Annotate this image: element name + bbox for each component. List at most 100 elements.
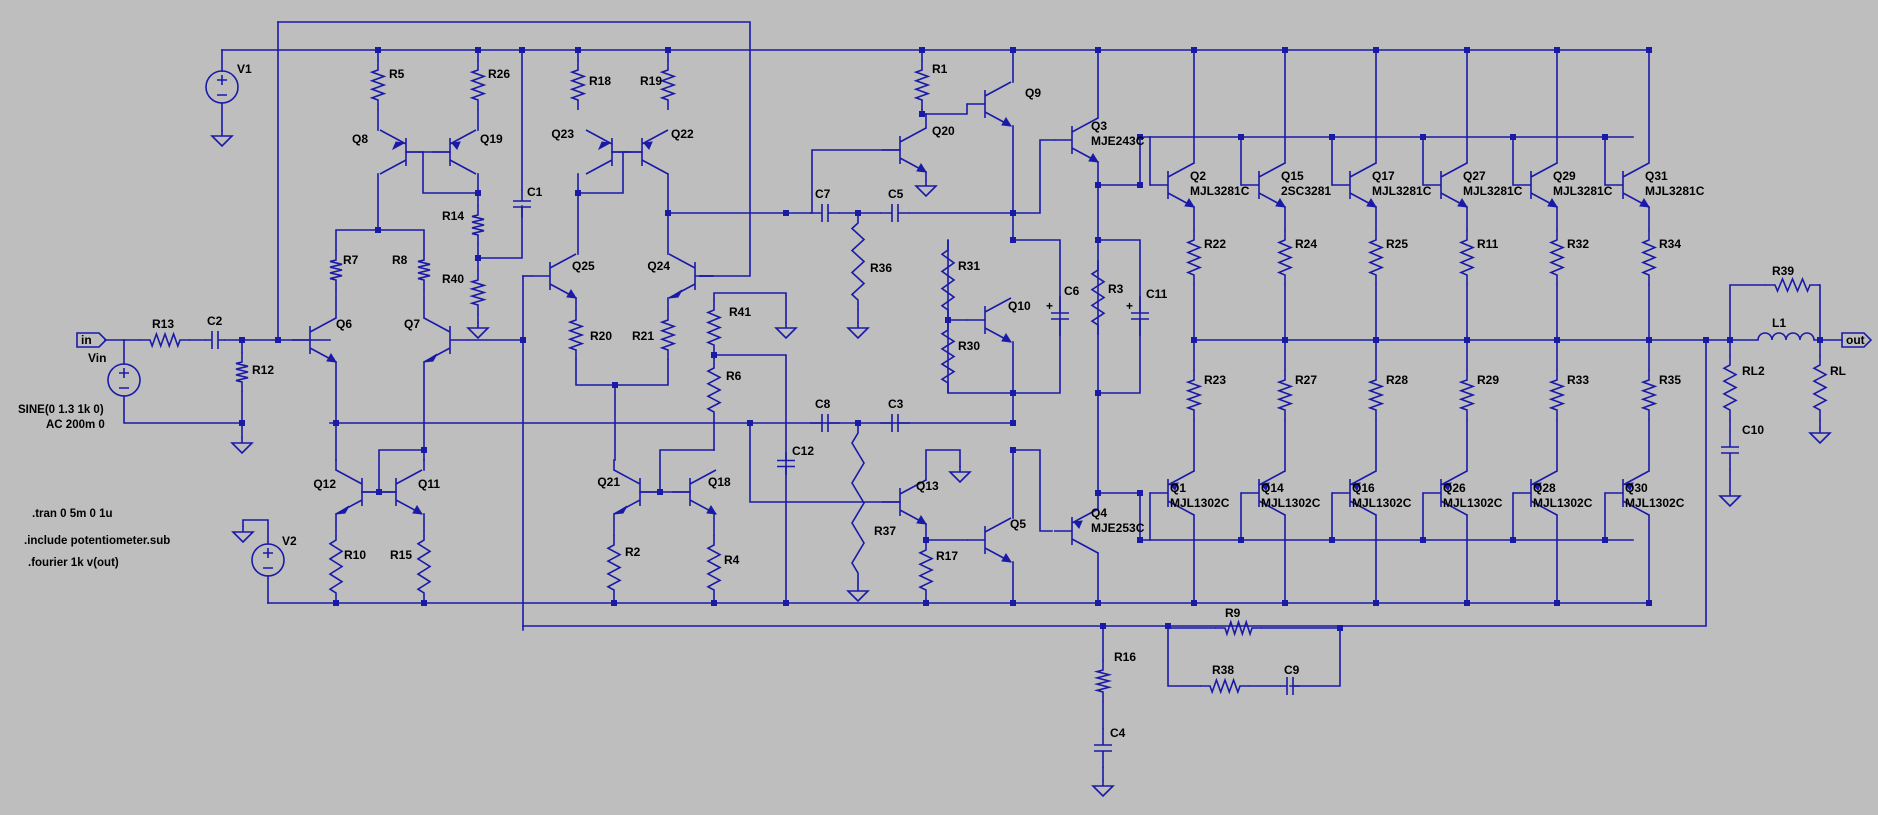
transistor-model-q15: 2SC3281 [1281,184,1331,198]
emitter-arrow [1442,482,1452,491]
junction-dot [855,210,861,216]
resistor-r6 [706,358,722,422]
capacitor-polarity-c11: + [1126,299,1133,313]
output-port [1841,332,1873,348]
resistor-label-r31: R31 [958,259,980,273]
junction-dot [711,352,717,358]
resistor-label-r20: R20 [590,329,612,343]
resistor-label-r2: R2 [625,545,641,559]
junction-dot [1510,537,1516,543]
wire [1167,627,1201,687]
ground-symbol [210,130,234,148]
wire [1729,284,1766,341]
polarity-marks [217,75,227,96]
resistor-r15 [416,530,432,603]
transistor-q21 [613,469,658,515]
wire [667,149,901,214]
transistor-q12 [335,469,380,515]
resistor-r3 [1090,260,1106,335]
resistor-label-r8: R8 [392,253,408,267]
capacitor-c7 [810,204,840,222]
transistor-q18 [672,469,717,515]
resistor-r26 [469,60,487,110]
wire [1097,239,1141,394]
junction-dot [239,420,245,426]
input-port-label: in [81,333,92,347]
capacitor-label-c2: C2 [207,314,223,328]
emitter-arrow [1001,117,1012,127]
wire [925,449,961,481]
junction-dot [1602,134,1608,140]
transistor-label-q18: Q18 [708,475,731,489]
junction-dot [783,210,789,216]
transistor-label-q16: Q16 [1352,481,1375,495]
resistor-label-r4: R4 [724,553,740,567]
junction-dot [1137,490,1143,496]
resistor-label-r21: R21 [632,329,654,343]
resistor-label-r25: R25 [1386,237,1408,251]
transistor-label-q31: Q31 [1645,169,1668,183]
junction-dot [919,47,925,53]
junction-dot [1010,420,1016,426]
emitter-arrow [597,141,612,151]
emitter-arrow [326,353,337,363]
junction-dot [1554,47,1560,53]
resistor-r12 [235,352,249,392]
junction-dot [747,420,753,426]
transistor-q17 [1332,162,1377,208]
capacitor-label-c3: C3 [888,397,904,411]
junction-dot [1095,490,1101,496]
junction-dot [657,489,663,495]
transistor-q2 [1150,162,1195,208]
transistor-q7 [423,317,468,363]
spice-directives: SINE(0 1.3 1k 0) AC 200m 0 .tran 0 5m 0 … [18,404,170,569]
emitter-arrow [1001,553,1012,563]
capacitor-label-c12: C12 [792,444,814,458]
transistor-label-q24: Q24 [647,259,670,273]
resistor-label-r36: R36 [870,261,892,275]
transistor-label-q12: Q12 [313,477,336,491]
polarity-marks [263,548,273,569]
junction-dot [1137,537,1143,543]
wire [713,354,787,604]
transistor-label-q17: Q17 [1372,169,1395,183]
junction-dot [519,47,525,53]
resistor-r17 [918,540,934,600]
transistor-model-q30: MJL1302C [1625,496,1685,510]
junction-dot [1282,337,1288,343]
resistor-r41 [705,300,723,355]
junction-dot [1100,623,1106,629]
junction-dot [665,47,671,53]
capacitor-label-c1: C1 [527,185,543,199]
junction-dot [1010,390,1016,396]
resistor-r24 [1276,230,1294,285]
transistor-q24 [668,253,713,299]
wire [378,449,425,493]
wire [575,359,669,386]
capacitor-label-c6: C6 [1064,284,1080,298]
wire [242,519,269,545]
capacitor-c3 [880,414,910,432]
transistor-label-q30: Q30 [1625,481,1648,495]
junction-dot [1464,337,1470,343]
transistor-label-q22: Q22 [671,127,694,141]
transistor-q13 [882,479,927,525]
resistor-label-r37: R37 [874,524,896,538]
resistor-label-r1: R1 [932,62,948,76]
emitter-arrow [412,505,423,515]
source-label-vin: Vin [88,351,106,365]
wire [713,292,787,323]
transistor-q19 [432,129,477,175]
junction-dot [275,337,281,343]
directive-fourier: .fourier 1k v(out) [28,557,119,569]
junction-dot [1137,182,1143,188]
emitter-arrow [1532,482,1542,491]
junction-dot [783,600,789,606]
wire [1012,239,1061,394]
resistor-label-r34: R34 [1659,237,1681,251]
wire [277,21,751,277]
input-port [76,332,108,348]
transistor-model-q27: MJL3281C [1463,184,1523,198]
resistor-label-r41: R41 [729,305,751,319]
